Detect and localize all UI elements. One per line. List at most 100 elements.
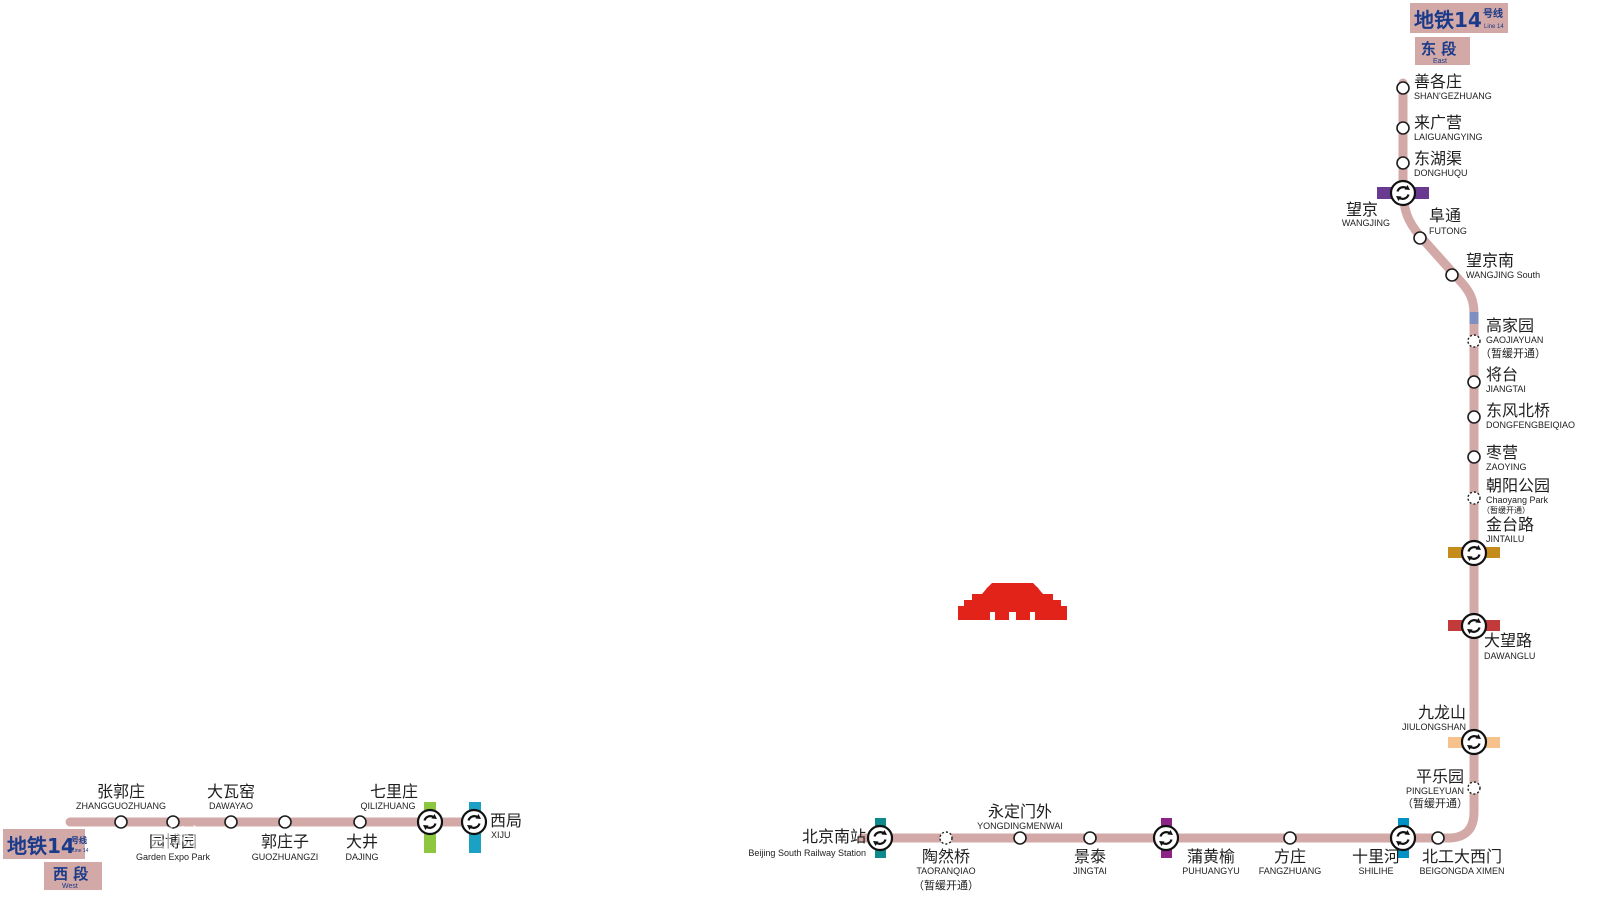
svg-text:北工大西门: 北工大西门: [1422, 847, 1502, 866]
svg-text:DONGFENGBEIQIAO: DONGFENGBEIQIAO: [1486, 420, 1575, 430]
svg-text:ZAOYING: ZAOYING: [1486, 462, 1527, 472]
svg-text:SHAN'GEZHUANG: SHAN'GEZHUANG: [1414, 91, 1492, 101]
svg-text:大望路: 大望路: [1484, 631, 1532, 650]
station-laiguangying[interactable]: 来广营 LAIGUANGYING: [1396, 113, 1483, 142]
station-beigongdaximen[interactable]: 北工大西门 BEIGONGDA XIMEN: [1419, 831, 1505, 876]
svg-text:TAORANQIAO: TAORANQIAO: [916, 866, 975, 876]
svg-text:DAWAYAO: DAWAYAO: [209, 801, 253, 811]
station-jintailu[interactable]: 金台路 JINTAILU: [1460, 515, 1534, 567]
svg-text:号线: 号线: [1483, 7, 1503, 20]
line14-east-badge: 地铁14 号线 Line 14 东 段 East: [1410, 3, 1508, 65]
station-wangjing[interactable]: 望京 WANGJING: [1342, 179, 1417, 228]
svg-text:DAWANGLU: DAWANGLU: [1484, 651, 1535, 661]
svg-text:九龙山: 九龙山: [1418, 703, 1466, 722]
svg-text:蒲黄榆: 蒲黄榆: [1187, 847, 1235, 866]
svg-text:枣营: 枣营: [1486, 443, 1518, 462]
svg-text:Garden Expo Park: Garden Expo Park: [136, 852, 211, 862]
svg-text:BEIGONGDA XIMEN: BEIGONGDA XIMEN: [1419, 866, 1504, 876]
svg-text:园博园: 园博园: [149, 832, 197, 851]
svg-text:PINGLEYUAN: PINGLEYUAN: [1406, 786, 1464, 796]
line14-west-badge: 地铁14 号线 Line 14 西 段 West: [3, 829, 102, 890]
station-guozhuangzi[interactable]: 郭庄子 GUOZHUANGZI: [252, 815, 319, 862]
station-jiulongshan[interactable]: 九龙山 JIULONGSHAN: [1402, 703, 1488, 756]
station-jiangtai[interactable]: 将台 JIANGTAI: [1467, 365, 1526, 394]
svg-text:来广营: 来广营: [1414, 113, 1462, 132]
station-zhangguozhuang[interactable]: 张郭庄 ZHANGGUOZHUANG: [76, 782, 166, 829]
svg-text:望京南: 望京南: [1466, 251, 1514, 270]
svg-text:Line 14: Line 14: [1484, 24, 1504, 30]
svg-text:地铁14: 地铁14: [1414, 8, 1482, 32]
svg-text:张郭庄: 张郭庄: [97, 782, 145, 801]
svg-text:（暂缓开通）: （暂缓开通）: [1482, 505, 1530, 515]
station-chaoyangpark[interactable]: 朝阳公园 Chaoyang Park （暂缓开通）: [1467, 476, 1550, 515]
station-jingtai[interactable]: 景泰 JINGTAI: [1073, 831, 1107, 876]
svg-text:望京: 望京: [1346, 200, 1378, 219]
svg-text:高家园: 高家园: [1486, 316, 1534, 335]
svg-text:XIJU: XIJU: [491, 830, 511, 840]
svg-text:永定门外: 永定门外: [988, 802, 1052, 821]
svg-text:东湖渠: 东湖渠: [1414, 149, 1462, 168]
svg-text:方庄: 方庄: [1274, 847, 1306, 866]
station-yongdingmenwai[interactable]: 永定门外 YONGDINGMENWAI: [977, 802, 1063, 845]
svg-text:Chaoyang Park: Chaoyang Park: [1486, 495, 1549, 505]
svg-text:WANGJING South: WANGJING South: [1466, 270, 1540, 280]
svg-text:十里河: 十里河: [1352, 847, 1400, 866]
svg-text:地铁14: 地铁14: [7, 834, 75, 858]
station-fangzhuang[interactable]: 方庄 FANGZHUANG: [1259, 831, 1322, 876]
svg-text:QILIZHUANG: QILIZHUANG: [360, 801, 415, 811]
station-dawanglu[interactable]: 大望路 DAWANGLU: [1460, 612, 1535, 661]
station-dongfengbeiqiao[interactable]: 东风北桥 DONGFENGBEIQIAO: [1467, 401, 1575, 430]
svg-text:GAOJIAYUAN: GAOJIAYUAN: [1486, 335, 1543, 345]
station-qilizhuang[interactable]: 七里庄 QILIZHUANG: [360, 782, 444, 836]
svg-text:Beijing South Railway Station: Beijing South Railway Station: [748, 848, 866, 858]
svg-text:（暂缓开通）: （暂缓开通）: [913, 879, 979, 892]
svg-text:PUHUANGYU: PUHUANGYU: [1182, 866, 1240, 876]
svg-text:FANGZHUANG: FANGZHUANG: [1259, 866, 1322, 876]
svg-text:陶然桥: 陶然桥: [922, 847, 970, 866]
svg-text:YONGDINGMENWAI: YONGDINGMENWAI: [977, 821, 1063, 831]
svg-text:JINGTAI: JINGTAI: [1073, 866, 1107, 876]
svg-text:FUTONG: FUTONG: [1429, 226, 1467, 236]
svg-text:WANGJING: WANGJING: [1342, 218, 1390, 228]
station-zaoying[interactable]: 枣营 ZAOYING: [1467, 443, 1527, 472]
svg-text:北京南站: 北京南站: [802, 827, 866, 846]
svg-text:ZHANGGUOZHUANG: ZHANGGUOZHUANG: [76, 801, 166, 811]
station-donghuqu[interactable]: 东湖渠 DONGHUQU: [1396, 149, 1468, 178]
svg-text:DONGHUQU: DONGHUQU: [1414, 168, 1468, 178]
svg-text:West: West: [62, 883, 78, 890]
svg-text:善各庄: 善各庄: [1414, 72, 1462, 91]
station-shangezhuang[interactable]: 善各庄 SHAN'GEZHUANG: [1396, 72, 1492, 101]
svg-text:东风北桥: 东风北桥: [1486, 401, 1550, 420]
station-dawayao[interactable]: 大瓦窑 DAWAYAO: [207, 782, 255, 829]
svg-text:JINTAILU: JINTAILU: [1486, 534, 1524, 544]
svg-text:东 段: 东 段: [1421, 40, 1456, 58]
svg-text:西 段: 西 段: [53, 865, 88, 883]
station-puhuangyu[interactable]: 蒲黄榆 PUHUANGYU: [1152, 824, 1240, 876]
svg-text:平乐园: 平乐园: [1416, 767, 1464, 786]
station-taoranqiao[interactable]: 陶然桥 TAORANQIAO （暂缓开通）: [913, 831, 979, 892]
station-gaojiayuan[interactable]: 高家园 GAOJIAYUAN （暂缓开通）: [1467, 316, 1546, 360]
station-beijingnan[interactable]: 北京南站 Beijing South Railway Station: [748, 824, 894, 858]
svg-text:DAJING: DAJING: [345, 852, 378, 862]
line14-east-track: [857, 78, 1479, 843]
station-dajing[interactable]: 大井 DAJING: [345, 815, 379, 862]
segment-marker: [1469, 312, 1479, 324]
svg-text:金台路: 金台路: [1486, 515, 1534, 534]
station-yuanboyuan[interactable]: 园博园 Garden Expo Park: [136, 815, 211, 862]
station-pingleyuan[interactable]: 平乐园 PINGLEYUAN （暂缓开通）: [1402, 767, 1481, 810]
svg-text:SHILIHE: SHILIHE: [1358, 866, 1393, 876]
svg-text:JIANGTAI: JIANGTAI: [1486, 384, 1526, 394]
svg-text:East: East: [1433, 58, 1447, 65]
station-shilihe[interactable]: 十里河 SHILIHE: [1352, 824, 1417, 876]
station-xiju[interactable]: 西局 XIJU: [460, 808, 522, 840]
station-futong[interactable]: 阜通 FUTONG: [1413, 206, 1467, 245]
svg-text:（暂缓开通）: （暂缓开通）: [1402, 797, 1468, 810]
station-wangjingnan[interactable]: 望京南 WANGJING South: [1445, 251, 1540, 282]
svg-text:号线: 号线: [71, 835, 87, 845]
svg-text:大井: 大井: [346, 832, 378, 851]
svg-text:朝阳公园: 朝阳公园: [1486, 476, 1550, 495]
svg-text:（暂缓开通）: （暂缓开通）: [1480, 347, 1546, 360]
tiananmen-icon: [958, 583, 1067, 620]
svg-text:阜通: 阜通: [1429, 206, 1461, 225]
